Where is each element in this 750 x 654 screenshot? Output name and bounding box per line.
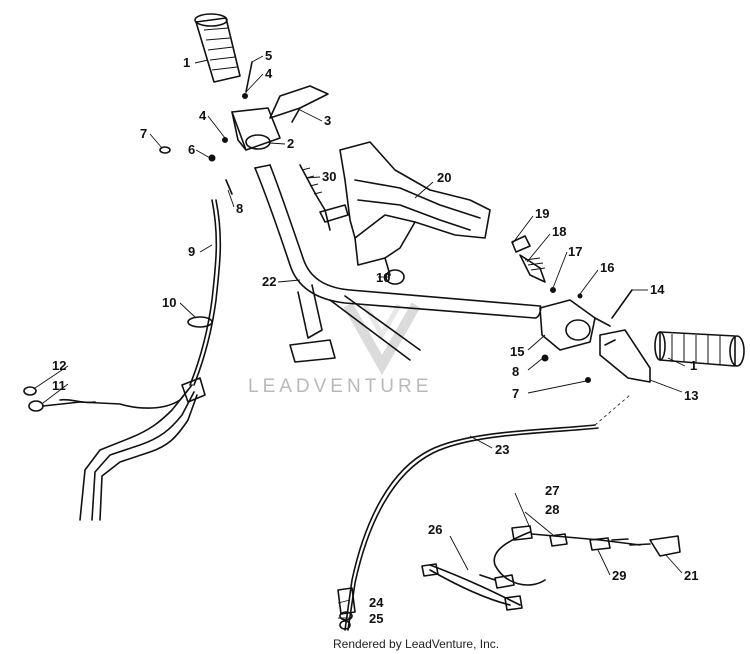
callout-10-center: 10 [376, 270, 390, 285]
throttle-cable-left [187, 199, 222, 386]
callout-10-left: 10 [162, 295, 176, 310]
left-control-housing [231, 107, 281, 151]
callout-labels: 1 2 3 4 4 5 6 7 8 9 10 11 12 13 14 15 16… [52, 48, 698, 626]
right-grip [654, 331, 745, 367]
callout-4-upper: 4 [265, 66, 273, 81]
callout-12: 12 [52, 358, 66, 373]
callout-4-lower: 4 [199, 108, 207, 123]
callout-18: 18 [552, 224, 566, 239]
callout-8-left: 8 [236, 201, 243, 216]
callout-9: 9 [188, 244, 195, 259]
callout-22: 22 [262, 274, 276, 289]
callout-13: 13 [684, 388, 698, 403]
callout-26: 26 [428, 522, 442, 537]
callout-15: 15 [510, 344, 524, 359]
callout-30: 30 [322, 169, 336, 184]
callout-2: 2 [287, 136, 294, 151]
brake-cable [337, 424, 599, 631]
callout-8-right: 8 [512, 364, 519, 379]
callout-28: 28 [545, 502, 559, 517]
leader-lines [34, 55, 686, 619]
brake-linkage [299, 164, 349, 231]
callout-23: 23 [495, 442, 509, 457]
handlebar [254, 164, 542, 363]
callout-25: 25 [369, 611, 383, 626]
watermark-text: LEADVENTURE [248, 376, 432, 397]
footer-credit: Rendered by LeadVenture, Inc. [333, 637, 499, 651]
brake-lever-left [269, 85, 329, 123]
left-wiring-harness [23, 377, 206, 521]
callout-19: 19 [535, 206, 549, 221]
callout-27: 27 [545, 483, 559, 498]
callout-24: 24 [369, 595, 384, 610]
callout-11: 11 [52, 378, 66, 393]
callout-20: 20 [437, 170, 451, 185]
callout-14: 14 [650, 282, 665, 297]
callout-21: 21 [684, 568, 698, 583]
left-grip [194, 13, 241, 83]
callout-3: 3 [324, 113, 331, 128]
switch-wiring [421, 563, 523, 611]
callout-1-right: 1 [690, 358, 697, 373]
callout-16: 16 [600, 260, 614, 275]
callout-29: 29 [612, 568, 626, 583]
callout-7-left: 7 [140, 126, 147, 141]
callout-1-left: 1 [183, 55, 190, 70]
callout-6: 6 [188, 142, 195, 157]
callout-7-right: 7 [512, 386, 519, 401]
cable-routing-dash [594, 394, 631, 426]
right-small-hardware [511, 235, 633, 383]
left-small-hardware [159, 61, 253, 195]
handlebar-pad-cover [339, 141, 491, 276]
right-control-housing [539, 299, 611, 351]
callout-5: 5 [265, 48, 272, 63]
kill-switch-wiring [493, 525, 681, 586]
brake-lever-right [599, 329, 651, 383]
callout-17: 17 [568, 244, 582, 259]
